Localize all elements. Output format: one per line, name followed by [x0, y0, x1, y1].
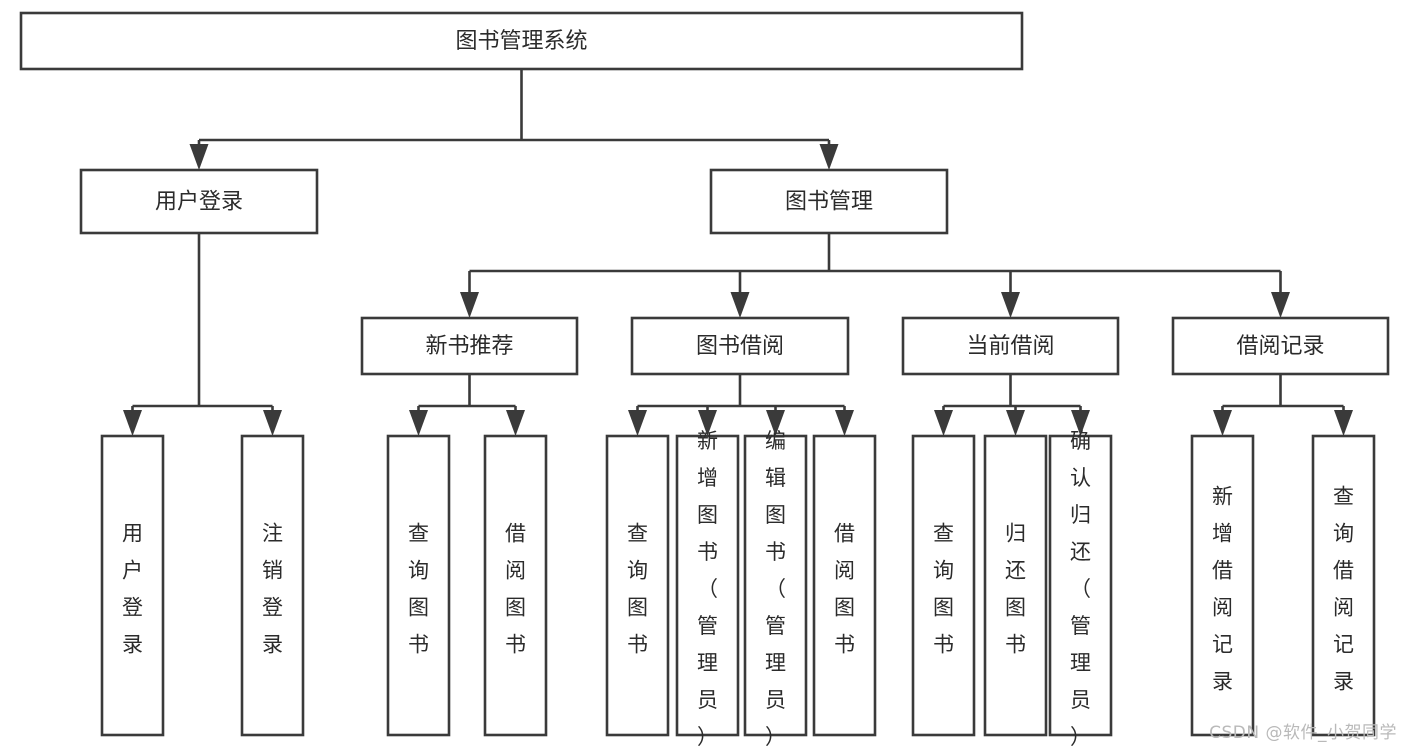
node-box[interactable]: [605, 434, 670, 737]
node-box[interactable]: [709, 168, 949, 235]
node-box[interactable]: [19, 11, 1024, 71]
node-label: 新增图书（管理员）: [697, 429, 718, 747]
arrow-head-icon: [263, 410, 282, 436]
arrow-head-icon: [189, 144, 209, 170]
node-box[interactable]: [911, 434, 976, 737]
arrow-head-icon: [1334, 410, 1353, 436]
node-label: 归还图书: [1005, 521, 1026, 656]
csdn-watermark: CSDN @软件_小贺同学: [1209, 723, 1397, 743]
node-leaf-borrow-1[interactable]: 查询图书: [605, 434, 670, 737]
arrow-head-icon: [698, 410, 717, 436]
node-box[interactable]: [1048, 434, 1113, 737]
node-label: 用户登录: [122, 521, 143, 656]
node-box[interactable]: [743, 434, 808, 737]
node-box[interactable]: [812, 434, 877, 737]
node-box[interactable]: [675, 434, 740, 737]
node-leaf-borrow-4[interactable]: 借阅图书: [812, 434, 877, 737]
edge-layer: [123, 69, 1353, 436]
node-box[interactable]: [386, 434, 451, 737]
node-l2-login[interactable]: 用户登录: [79, 168, 319, 235]
node-box[interactable]: [483, 434, 548, 737]
arrow-head-icon: [1001, 292, 1020, 318]
node-box[interactable]: [100, 434, 165, 737]
node-l3-newbook[interactable]: 新书推荐: [360, 316, 579, 376]
node-leaf-record-2[interactable]: 查询借阅记录: [1311, 434, 1376, 737]
arrow-head-icon: [766, 410, 785, 436]
arrow-head-icon: [628, 410, 647, 436]
node-leaf-current-3[interactable]: 确认归还（管理员）: [1048, 429, 1113, 747]
node-box[interactable]: [360, 316, 579, 376]
node-box[interactable]: [983, 434, 1048, 737]
node-leaf-newbook-1[interactable]: 查询图书: [386, 434, 451, 737]
node-leaf-borrow-2[interactable]: 新增图书（管理员）: [675, 429, 740, 747]
node-label: 借阅图书: [505, 521, 526, 656]
node-label: 当前借阅: [966, 334, 1054, 359]
node-root[interactable]: 图书管理系统: [19, 11, 1024, 71]
node-label: 查询图书: [933, 521, 954, 656]
node-l3-borrow[interactable]: 图书借阅: [630, 316, 850, 376]
node-label: 图书借阅: [696, 334, 784, 359]
node-label: 查询图书: [408, 521, 429, 656]
arrow-head-icon: [1006, 410, 1025, 436]
node-l3-record[interactable]: 借阅记录: [1171, 316, 1390, 376]
node-leaf-current-1[interactable]: 查询图书: [911, 434, 976, 737]
node-label: 查询图书: [627, 521, 648, 656]
arrow-head-icon: [506, 410, 525, 436]
node-label: 注销登录: [262, 521, 283, 656]
node-label: 编辑图书（管理员）: [765, 429, 786, 747]
node-label: 用户登录: [155, 190, 243, 215]
node-box[interactable]: [630, 316, 850, 376]
arrow-head-icon: [1071, 410, 1090, 436]
node-leaf-login-1[interactable]: 用户登录: [100, 434, 165, 737]
arrow-head-icon: [460, 292, 479, 318]
arrow-head-icon: [934, 410, 953, 436]
arrow-head-icon: [819, 144, 839, 170]
arrow-head-icon: [730, 292, 750, 318]
node-box[interactable]: [1311, 434, 1376, 737]
arrow-head-icon: [123, 410, 142, 436]
node-box[interactable]: [1171, 316, 1390, 376]
node-leaf-login-2[interactable]: 注销登录: [240, 434, 305, 737]
node-l3-current[interactable]: 当前借阅: [901, 316, 1120, 376]
node-box[interactable]: [901, 316, 1120, 376]
arrow-head-icon: [1213, 410, 1232, 436]
node-leaf-newbook-2[interactable]: 借阅图书: [483, 434, 548, 737]
node-label: 新书推荐: [425, 334, 513, 359]
node-box[interactable]: [79, 168, 319, 235]
node-leaf-borrow-3[interactable]: 编辑图书（管理员）: [743, 429, 808, 747]
node-label: 借阅记录: [1236, 334, 1324, 359]
node-l2-book[interactable]: 图书管理: [709, 168, 949, 235]
node-layer: 图书管理系统用户登录图书管理新书推荐图书借阅当前借阅借阅记录用户登录注销登录查询…: [19, 11, 1390, 747]
node-leaf-current-2[interactable]: 归还图书: [983, 434, 1048, 737]
node-box[interactable]: [240, 434, 305, 737]
node-label: 图书管理系统: [455, 29, 587, 54]
node-label: 查询借阅记录: [1333, 484, 1354, 693]
node-label: 新增借阅记录: [1212, 484, 1233, 693]
node-box[interactable]: [1190, 434, 1255, 737]
node-leaf-record-1[interactable]: 新增借阅记录: [1190, 434, 1255, 737]
node-label: 图书管理: [785, 190, 873, 215]
arrow-head-icon: [409, 410, 428, 436]
node-label: 确认归还（管理员）: [1070, 429, 1091, 747]
node-label: 借阅图书: [834, 521, 855, 656]
arrow-head-icon: [1271, 292, 1290, 318]
arrow-head-icon: [835, 410, 854, 436]
